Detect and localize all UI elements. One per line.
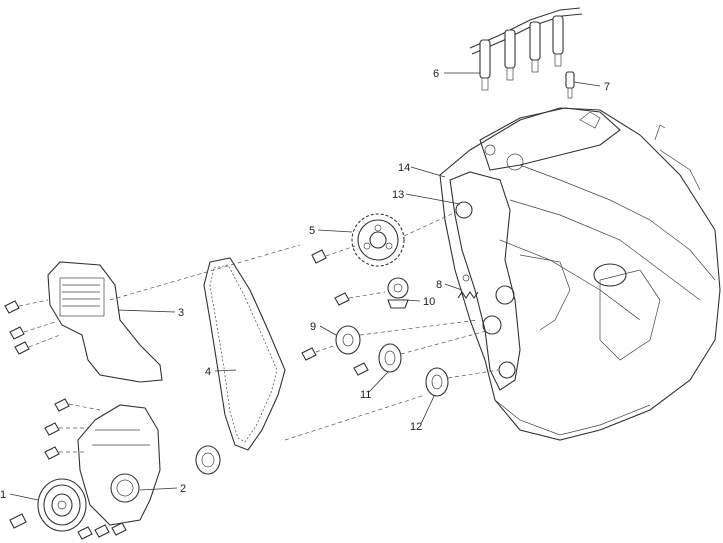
crankshaft-timing-pulley [284,367,499,441]
pulley-11 [378,343,402,373]
callout-6: 6 [433,68,439,80]
upper-timing-cover [47,261,163,383]
tensioner-spring [457,274,479,299]
tensioner-bolt [334,291,386,306]
callout-11: 11 [360,389,371,401]
callout-2: 2 [180,483,186,495]
callout-9: 9 [310,321,316,333]
callout-13: 13 [392,189,404,201]
callout-1: 1 [0,489,6,501]
pulley-11-bolt [353,329,491,376]
oil-seal [195,445,221,475]
spark-plug [565,71,575,99]
timing-belt [203,257,286,451]
belt-tensioner [387,277,409,309]
ignition-coils [469,7,583,91]
crankshaft-damper-pulley [37,478,87,532]
callout-labels: 1 2 3 4 5 6 7 8 9 10 11 12 13 14 [0,68,610,501]
upper-cover-bolts [4,299,61,355]
camshaft-alignment-lines [109,211,457,301]
idler-pulley-bolt [301,319,479,361]
leader-lines [9,72,601,501]
camshaft-pulley-bolt [311,245,356,264]
lower-cover-bolts [44,398,127,540]
engine-block [439,107,721,441]
callout-12: 12 [410,421,422,433]
engine-front-timing-area [449,171,571,391]
camshaft-pulley [351,213,405,267]
callout-3: 3 [178,307,184,319]
callout-10: 10 [423,296,435,308]
crankshaft-pulley-bolt [9,513,27,529]
callout-5: 5 [309,225,315,237]
idler-pulley [335,325,361,355]
lower-timing-cover [77,404,161,526]
callout-14: 14 [398,162,410,174]
callout-7: 7 [604,81,610,93]
callout-4: 4 [205,366,211,378]
callout-8: 8 [436,279,442,291]
